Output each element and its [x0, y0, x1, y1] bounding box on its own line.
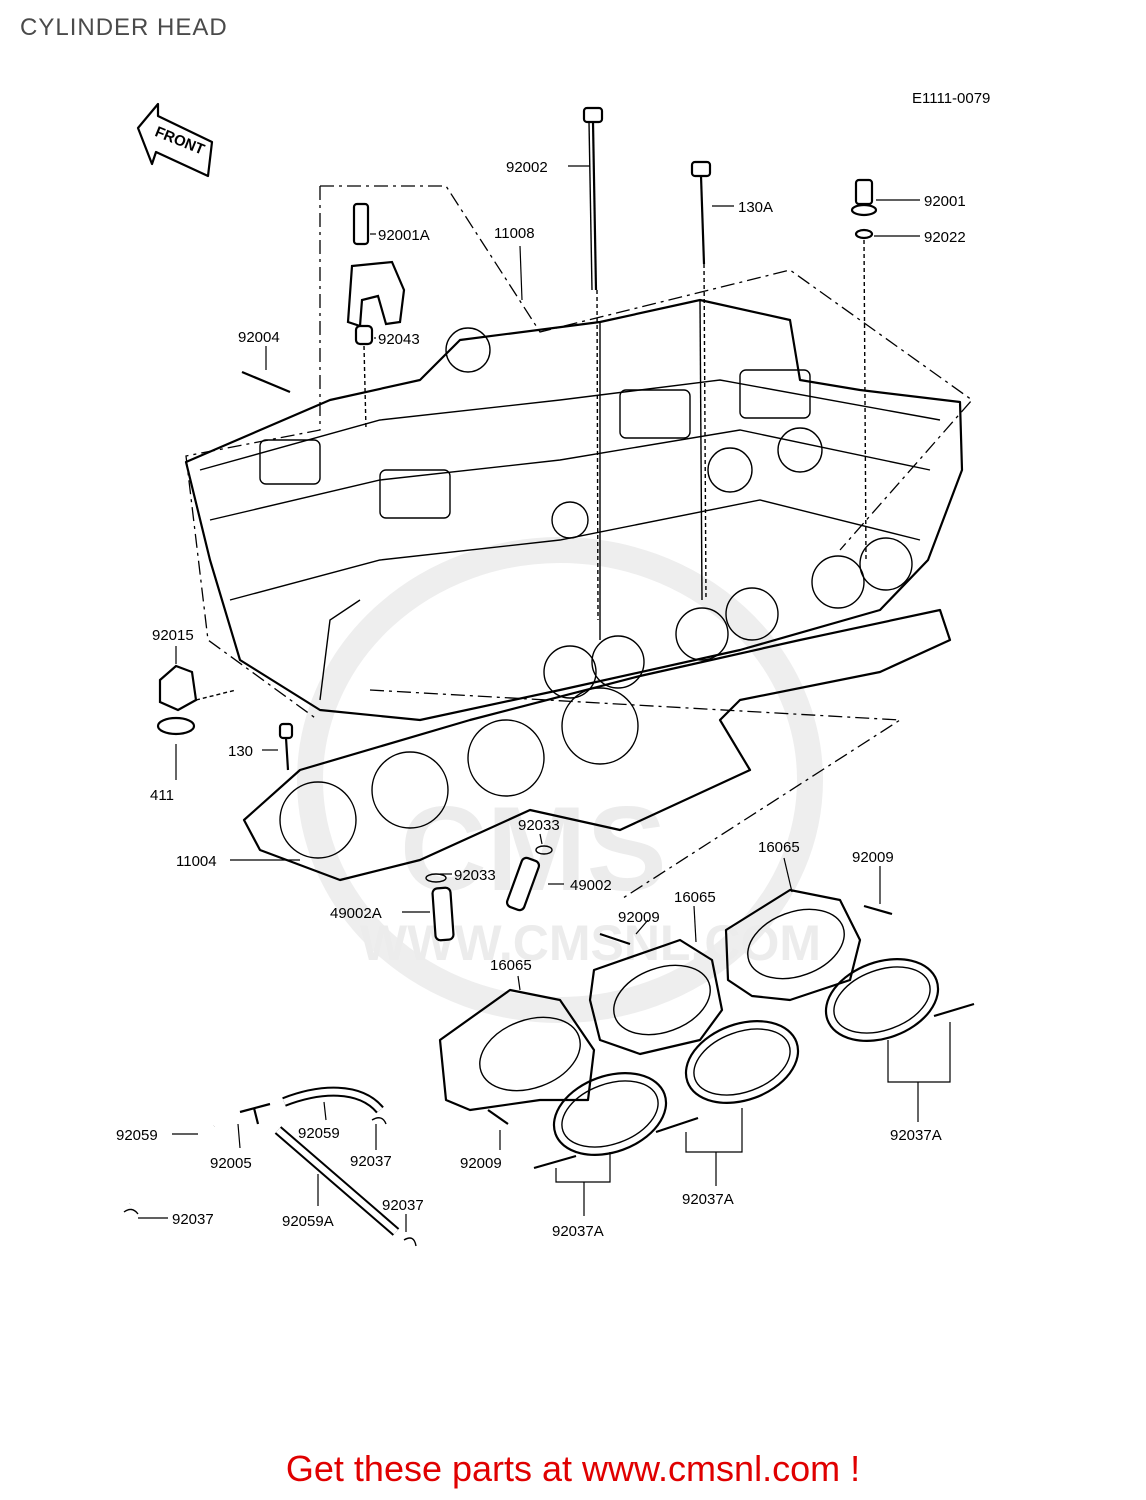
label-92001A: 92001A [378, 227, 430, 244]
oil-pipe-49002A [425, 873, 455, 942]
hose-92059-right [282, 1086, 384, 1114]
hose-92059-left [127, 1123, 217, 1207]
leader-lines [138, 165, 951, 1232]
label-92009-b: 92009 [618, 909, 660, 926]
label-16065-a: 16065 [758, 839, 800, 856]
front-arrow-icon: FRONT [136, 102, 214, 178]
intake-holder-3 [724, 888, 862, 1002]
label-92043: 92043 [378, 331, 420, 348]
screw-92009-a [863, 904, 893, 916]
label-49002: 49002 [570, 877, 612, 894]
fitting-92005 [239, 1102, 271, 1125]
oil-pipe-49002 [505, 845, 553, 912]
page-title: CYLINDER HEAD [20, 14, 228, 41]
bolt-92002 [582, 106, 604, 621]
footer-link[interactable]: Get these parts at www.cmsnl.com ! [285, 1448, 861, 1489]
intake-holder-2 [588, 938, 724, 1056]
label-16065-c: 16065 [490, 957, 532, 974]
label-92015: 92015 [152, 627, 194, 644]
screw-92009-c [487, 1109, 509, 1125]
label-92022: 92022 [924, 229, 966, 246]
label-92037-a: 92037 [350, 1153, 392, 1170]
bolt-92001 [850, 178, 878, 561]
bolt-130A [690, 160, 712, 601]
clamp-screw-b [655, 1116, 699, 1134]
screw-92009-b [599, 932, 631, 946]
hose-clips [123, 1117, 417, 1247]
stud-92004 [241, 370, 291, 394]
cylinder-head [184, 298, 964, 722]
watermark: CMS WWW.CMSNL.COM [297, 537, 823, 1023]
label-92009-a: 92009 [852, 849, 894, 866]
clamp-3 [824, 958, 940, 1042]
cap-nut-92015 [156, 664, 237, 736]
clamp-screw-c [933, 1002, 975, 1018]
label-92033-a: 92033 [518, 817, 560, 834]
bolt-92001A [346, 202, 406, 431]
head-gasket [242, 608, 952, 882]
label-92059-b: 92059 [298, 1125, 340, 1142]
label-11004: 11004 [176, 853, 217, 870]
label-130A: 130A [738, 199, 773, 216]
label-92002: 92002 [506, 159, 548, 176]
bolt-130 [278, 722, 294, 771]
label-92033-b: 92033 [454, 867, 496, 884]
diagram-code: E1111-0079 [912, 90, 991, 107]
label-130: 130 [228, 743, 253, 760]
label-92001: 92001 [924, 193, 966, 210]
label-411: 411 [150, 787, 174, 804]
label-92037-b: 92037 [172, 1211, 214, 1228]
label-92059A: 92059A [282, 1213, 334, 1230]
label-92004: 92004 [238, 329, 280, 346]
label-49002A: 49002A [330, 905, 382, 922]
hose-92059A [274, 1126, 400, 1236]
label-92037A-a: 92037A [890, 1127, 942, 1144]
label-16065-b: 16065 [674, 889, 716, 906]
clamp-screw-a [533, 1154, 577, 1170]
part-labels: 92002 130A 92001 92022 92001A 11008 9200… [116, 159, 966, 1240]
label-11008: 11008 [494, 225, 535, 242]
label-92037A-c: 92037A [552, 1223, 604, 1240]
label-92059-a: 92059 [116, 1127, 158, 1144]
cylinder-head-outline-left [185, 186, 321, 721]
clamp-2 [684, 1020, 800, 1104]
intake-holder-1 [438, 988, 596, 1112]
clamp-1 [552, 1072, 668, 1156]
label-92005: 92005 [210, 1155, 252, 1172]
watermark-url: WWW.CMSNL.COM [360, 915, 821, 971]
label-92037A-b: 92037A [682, 1191, 734, 1208]
cylinder-head-outline [320, 185, 973, 551]
label-92009-c: 92009 [460, 1155, 502, 1172]
label-92037-c: 92037 [382, 1197, 424, 1214]
